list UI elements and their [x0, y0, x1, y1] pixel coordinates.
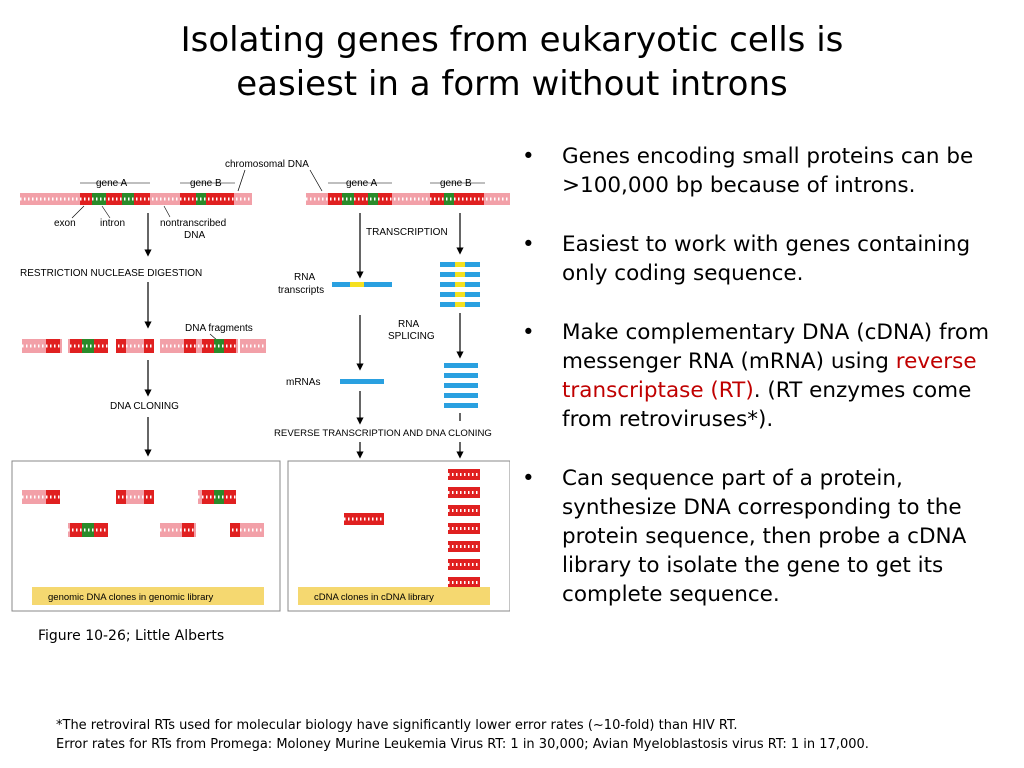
label-chromosomal-dna: chromosomal DNA	[225, 159, 309, 170]
cdna-library-band	[298, 587, 490, 605]
bullet-item: • Can sequence part of a protein, synthe…	[522, 464, 1018, 609]
pointer-exon	[71, 205, 85, 219]
mrna-a	[340, 379, 384, 384]
bullet-item: • Genes encoding small proteins can be >…	[522, 142, 1018, 200]
label-mrnas: mRNAs	[286, 377, 320, 388]
bullet-item: • Easiest to work with genes containing …	[522, 230, 1018, 288]
title-line-2: easiest in a form without introns	[236, 64, 788, 104]
rna-transcripts-b	[440, 262, 480, 307]
label-gene-a-right: gene A	[346, 178, 377, 189]
chromosomal-dna-left	[20, 193, 252, 205]
pointer-nontranscribed	[163, 205, 171, 218]
label-intron: intron	[100, 218, 125, 229]
genomic-library-box	[11, 460, 281, 612]
cdna-clones	[344, 469, 480, 588]
bullet-text: Genes encoding small proteins can be >10…	[562, 144, 974, 198]
label-nontranscribed-2: DNA	[184, 230, 205, 241]
label-rna-splicing-1: RNA	[398, 319, 419, 330]
genomic-library-band	[32, 587, 264, 605]
label-gene-b-right: gene B	[440, 178, 472, 189]
footnote-line-2: Error rates for RTs from Promega: Molone…	[56, 737, 869, 752]
genomic-clones	[22, 490, 264, 537]
label-transcription: TRANSCRIPTION	[366, 227, 448, 238]
label-gene-b-left: gene B	[190, 178, 222, 189]
cdna-library-box	[287, 460, 510, 612]
label-rna-transcripts-2: transcripts	[278, 285, 324, 296]
footnote: *The retroviral RTs used for molecular b…	[56, 716, 869, 754]
bullet-highlight-rt: reverse transcriptase (RT)	[562, 349, 977, 403]
bullet-dot-icon: •	[522, 232, 535, 257]
bullet-text: Can sequence part of a protein, synthesi…	[562, 466, 967, 607]
footnote-line-1: *The retroviral RTs used for molecular b…	[56, 718, 738, 733]
label-rna-splicing-2: SPLICING	[388, 331, 435, 342]
label-dna-cloning: DNA CLONING	[110, 401, 179, 412]
label-restriction-digestion: RESTRICTION NUCLEASE DIGESTION	[20, 268, 202, 279]
pointer-intron	[101, 205, 111, 219]
pointer-chromosomal-left	[237, 169, 246, 192]
mrnas-b	[444, 363, 478, 408]
slide-title: Isolating genes from eukaryotic cells is…	[0, 18, 1024, 106]
title-line-1: Isolating genes from eukaryotic cells is	[180, 20, 844, 60]
label-genomic-library: genomic DNA clones in genomic library	[48, 592, 214, 603]
bullet-text: Easiest to work with genes containing on…	[562, 232, 971, 286]
label-dna-fragments: DNA fragments	[185, 323, 253, 334]
bullet-dot-icon: •	[522, 466, 535, 491]
label-gene-a-left: gene A	[96, 178, 127, 189]
dna-fragments-row	[22, 339, 266, 353]
cdna-cloning-diagram: chromosomal DNA gene A gene B exon intro…	[11, 159, 510, 612]
label-cdna-library: cDNA clones in cDNA library	[314, 592, 434, 603]
bullet-dot-icon: •	[522, 144, 535, 169]
bullet-text-pre: Make complementary DNA (cDNA) from messe…	[562, 320, 990, 374]
figure-caption: Figure 10-26; Little Alberts	[38, 628, 225, 644]
chromosomal-dna-right	[306, 193, 510, 205]
pointer-chromosomal-right	[309, 169, 323, 192]
rna-transcript-a	[332, 282, 392, 287]
label-nontranscribed-1: nontranscribed	[160, 218, 226, 229]
bullet-item: • Make complementary DNA (cDNA) from mes…	[522, 318, 1018, 434]
label-reverse-transcription: REVERSE TRANSCRIPTION AND DNA CLONING	[274, 428, 492, 439]
bullet-list: • Genes encoding small proteins can be >…	[522, 142, 1018, 639]
bullet-dot-icon: •	[522, 320, 535, 345]
label-rna-transcripts-1: RNA	[294, 272, 315, 283]
bullet-text-post: . (RT enzymes come from retroviruses*).	[562, 378, 972, 432]
label-exon: exon	[54, 218, 76, 229]
